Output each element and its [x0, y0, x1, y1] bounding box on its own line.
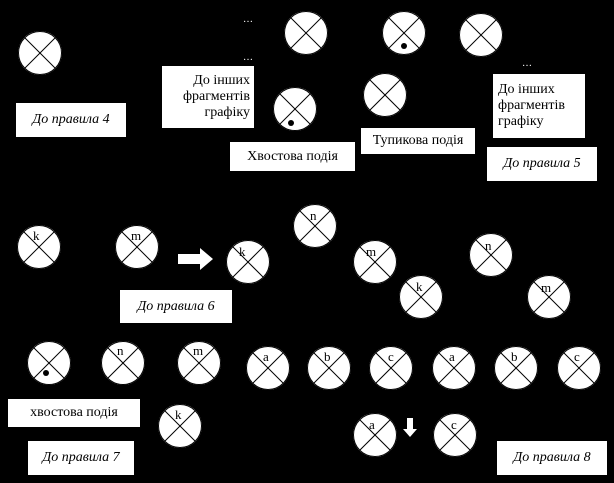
- event-node-top-3: [459, 13, 503, 57]
- tail-event-caption: Хвостова подія: [230, 142, 355, 171]
- node-label-k: k: [33, 228, 40, 243]
- crossed-circle-tail-icon: [27, 341, 71, 385]
- event-node-tail: [273, 87, 317, 131]
- event-node-b-1: b: [307, 346, 351, 390]
- node-label-c: c: [388, 349, 394, 364]
- event-node-m-left: m: [115, 225, 159, 269]
- crossed-circle-icon: [226, 240, 270, 284]
- crossed-circle-icon: [433, 413, 477, 457]
- other-fragments-left: До інших фрагментів графіку: [162, 66, 254, 128]
- node-label-b: b: [511, 349, 518, 364]
- crossed-circle-tail-icon: [273, 87, 317, 131]
- event-node-top-1: [284, 11, 328, 55]
- right-arrow-icon: [178, 248, 213, 270]
- event-node-rule4: [18, 31, 62, 75]
- event-node-c-2: c: [557, 346, 601, 390]
- dead-end-event-caption: Тупикова подія: [361, 128, 475, 154]
- crossed-circle-icon: [363, 73, 407, 117]
- event-node-a-1: a: [246, 346, 290, 390]
- node-label-a: a: [449, 349, 455, 364]
- event-node-n-3: n: [101, 341, 145, 385]
- event-node-n-2: n: [469, 233, 513, 277]
- crossed-circle-icon: [284, 11, 328, 55]
- event-node-k-1: k: [399, 275, 443, 319]
- node-label-n: n: [117, 343, 124, 358]
- node-label-n: n: [485, 238, 492, 253]
- node-label-a: a: [263, 349, 269, 364]
- node-label-k: k: [239, 244, 246, 259]
- tail-event-lower-caption: хвостова подія: [8, 399, 140, 427]
- event-node-a-2: a: [432, 346, 476, 390]
- node-label-m: m: [366, 244, 377, 259]
- ellipsis-top: …: [243, 14, 254, 25]
- rule-8-label: До правила 8: [497, 441, 607, 475]
- crossed-circle-icon: [177, 341, 221, 385]
- event-node-n-1: n: [293, 204, 337, 248]
- crossed-circle-icon: [557, 346, 601, 390]
- crossed-circle-icon: [399, 275, 443, 319]
- crossed-circle-icon: [115, 225, 159, 269]
- rule-5-label: До правила 5: [487, 147, 597, 181]
- rule-4-label: До правила 4: [16, 103, 126, 137]
- crossed-circle-tail-icon: [382, 11, 426, 55]
- ellipsis-mid: …: [243, 52, 254, 63]
- crossed-circle-icon: [527, 275, 571, 319]
- crossed-circle-icon: [101, 341, 145, 385]
- event-node-k-2: k: [158, 404, 202, 448]
- crossed-circle-icon: [494, 346, 538, 390]
- crossed-circle-icon: [459, 13, 503, 57]
- node-label-n: n: [310, 208, 317, 223]
- event-node-dead-end: [363, 73, 407, 117]
- crossed-circle-icon: [246, 346, 290, 390]
- rule-7-label: До правила 7: [28, 441, 134, 475]
- event-node-m-3: m: [177, 341, 221, 385]
- down-arrow-icon: [403, 418, 417, 437]
- node-label-m: m: [193, 343, 204, 358]
- event-node-c-merged: c: [433, 413, 477, 457]
- node-label-m: m: [541, 280, 552, 295]
- ellipsis-right: …: [522, 58, 533, 69]
- event-node-m-2: m: [527, 275, 571, 319]
- crossed-circle-icon: [293, 204, 337, 248]
- crossed-circle-icon: [17, 225, 61, 269]
- crossed-circle-icon: [353, 240, 397, 284]
- crossed-circle-icon: [158, 404, 202, 448]
- crossed-circle-icon: [18, 31, 62, 75]
- event-node-tail-lower: [27, 341, 71, 385]
- event-node-top-2-tail: [382, 11, 426, 55]
- event-node-k-merged: k: [226, 240, 270, 284]
- node-label-k: k: [175, 407, 182, 422]
- node-label-c: c: [574, 349, 580, 364]
- other-fragments-right: До інших фрагментів графіку: [493, 74, 585, 138]
- crossed-circle-icon: [369, 346, 413, 390]
- node-label-c: c: [451, 417, 457, 432]
- node-label-a: a: [369, 417, 375, 432]
- event-node-c-1: c: [369, 346, 413, 390]
- rule-6-label: До правила 6: [120, 290, 232, 323]
- crossed-circle-icon: [353, 413, 397, 457]
- event-node-b-2: b: [494, 346, 538, 390]
- node-label-m: m: [131, 228, 142, 243]
- crossed-circle-icon: [469, 233, 513, 277]
- event-node-m-1: m: [353, 240, 397, 284]
- node-label-b: b: [324, 349, 331, 364]
- crossed-circle-icon: [432, 346, 476, 390]
- event-node-k-left: k: [17, 225, 61, 269]
- crossed-circle-icon: [307, 346, 351, 390]
- node-label-k: k: [416, 279, 423, 294]
- event-node-a-merged: a: [353, 413, 397, 457]
